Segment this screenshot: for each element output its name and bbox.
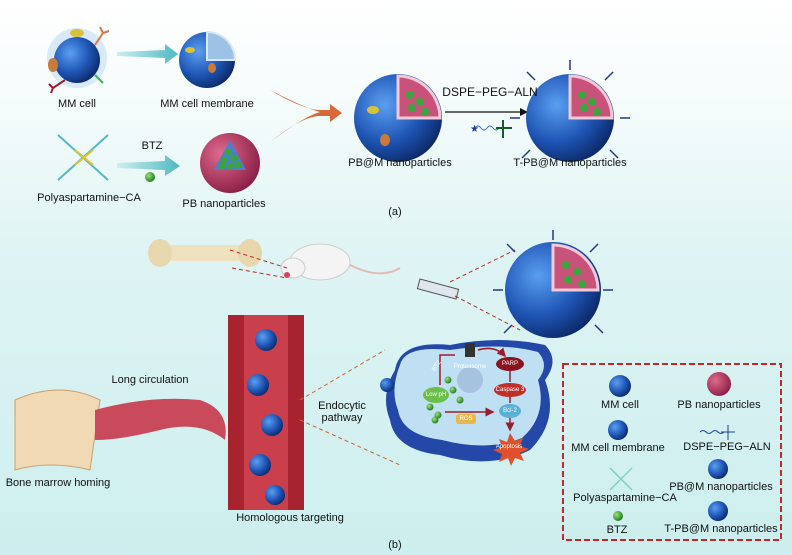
legend-box [562, 363, 782, 541]
label-homologous-targeting: Homologous targeting [236, 512, 344, 524]
dspe-peg-aln-icon: ★ [470, 120, 512, 138]
legend-btz-icon [613, 511, 623, 521]
legend-label-tpbm: T-PB@M nanoparticles [664, 523, 778, 535]
legend-label-pb: PB nanoparticles [677, 399, 761, 411]
blood-vessel-icon [228, 315, 304, 510]
legend-label-polyaspartamine: Polyaspartamine−CA [573, 492, 677, 504]
label-polyaspartamine: Polyaspartamine−CA [37, 192, 141, 204]
label-tpbm-nanoparticles: T-PB@M nanoparticles [513, 157, 627, 169]
polyaspartamine-ca-icon [57, 134, 109, 181]
legend-label-membrane: MM cell membrane [571, 442, 665, 454]
legend-tpbm-icon [708, 501, 728, 521]
syringe-icon [416, 278, 460, 300]
merge-arrow [270, 90, 342, 142]
tpbm-nanoparticle-large-icon [493, 230, 613, 338]
zoom-lines-bone [229, 249, 288, 279]
legend-label-mm-cell: MM cell [601, 399, 639, 411]
zoom-lines-syringe [449, 249, 521, 331]
bone-marrow-vessel-icon [14, 389, 226, 471]
cell-label-proteasome: Proteasome [453, 364, 487, 370]
legend-membrane-icon [608, 420, 628, 440]
arrow-to-membrane [117, 44, 178, 64]
internalized-nanoparticle-icon [380, 378, 394, 392]
btz-icon [145, 172, 155, 182]
label-pb-nanoparticles: PB nanoparticles [182, 198, 266, 210]
cell-label-parp: PARP [502, 361, 518, 367]
pbm-nanoparticle-icon [354, 74, 442, 162]
mouse-icon [280, 243, 401, 281]
cell-label-caspase3: Caspase 3 [495, 387, 525, 393]
label-long-circulation: Long circulation [111, 374, 189, 386]
legend-label-btz: BTZ [606, 524, 628, 536]
caption-b: (b) [388, 539, 402, 551]
label-dspe-peg-aln: DSPE−PEG−ALN [442, 85, 538, 99]
arrow-to-pb [117, 155, 180, 176]
label-mm-cell: MM cell [58, 98, 96, 110]
cell-label-apoptosis: Apoptosis [495, 444, 523, 450]
tpbm-nanoparticle-icon [510, 60, 630, 162]
pb-nanoparticle-icon [200, 133, 260, 193]
legend-pb-icon [707, 372, 731, 396]
svg-text:★: ★ [470, 124, 479, 135]
cell-label-ros: ROS [459, 416, 473, 422]
label-endocytic-pathway: Endocytic pathway [318, 400, 366, 424]
zoom-lines-cell [299, 349, 401, 466]
legend-mm-cell-icon [609, 375, 631, 397]
legend-polyaspartamine-icon [609, 467, 633, 491]
legend-icons [608, 372, 735, 521]
legend-pbm-icon [708, 459, 728, 479]
legend-label-dspe: DSPE−PEG−ALN [683, 441, 771, 453]
bone-icon [148, 239, 262, 267]
mm-cell-membrane-icon [179, 30, 237, 88]
cell-label-bcl2: Bcl-2 [503, 408, 517, 414]
label-bone-marrow-homing: Bone marrow homing [5, 477, 111, 489]
label-mm-cell-membrane: MM cell membrane [160, 98, 254, 110]
dspe-arrow-head [520, 108, 528, 116]
legend-label-pbm: PB@M nanoparticles [669, 481, 773, 493]
caption-a: (a) [388, 206, 402, 218]
label-pbm-nanoparticles: PB@M nanoparticles [348, 157, 452, 169]
legend-dspe-icon [699, 425, 735, 440]
cell-label-low-ph: Low pH [425, 392, 447, 398]
label-btz: BTZ [141, 140, 163, 152]
cancer-cell-icon [386, 340, 553, 466]
mm-cell-icon [47, 26, 110, 94]
